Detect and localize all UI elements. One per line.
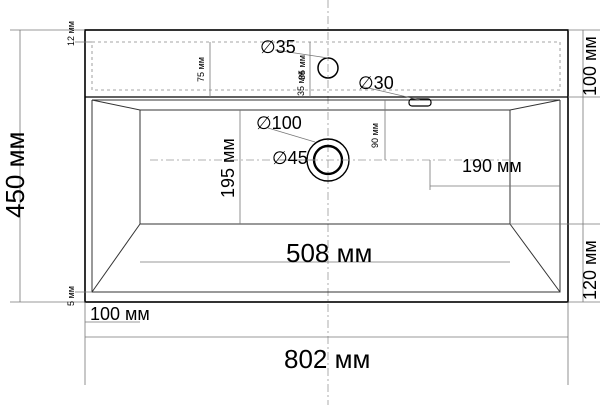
bowl-corner-br: [509, 223, 561, 293]
overflow-slot: [408, 98, 432, 107]
label-d-bowl: ∅100: [256, 113, 302, 133]
label-width-total: 802 мм: [284, 344, 370, 374]
label-faucet-offset: 75 мм: [196, 57, 206, 82]
label-height-total: 450 мм: [0, 132, 30, 218]
label-tap-offset: 35 мм: [296, 71, 306, 96]
bowl-bottom: [139, 109, 511, 225]
label-top-band: 100 мм: [580, 36, 600, 96]
label-d-tap: ∅35: [260, 37, 296, 57]
label-bottom-band: 120 мм: [580, 240, 600, 300]
back-deck-inner: [91, 41, 561, 91]
label-bowl-height: 195 мм: [218, 138, 238, 198]
leader-overflow: [359, 85, 421, 101]
label-rim-top: 12 мм: [66, 21, 76, 46]
bowl-corner-bl: [91, 223, 141, 293]
leader-bowl: [267, 127, 316, 143]
sink-outline: [84, 29, 569, 303]
label-overflow-offset: 90 мм: [370, 123, 380, 148]
label-d-overflow: ∅30: [358, 73, 394, 93]
label-rim-bottom: 5 мм: [66, 286, 76, 306]
label-bowl-width: 508 мм: [286, 238, 372, 268]
label-left-offset: 100 мм: [90, 304, 150, 324]
label-right-offset: 190 мм: [462, 156, 522, 176]
leader-tap: [274, 49, 329, 59]
label-tap-height: 35 мм: [297, 55, 307, 80]
label-d-drain: ∅45: [272, 148, 308, 168]
